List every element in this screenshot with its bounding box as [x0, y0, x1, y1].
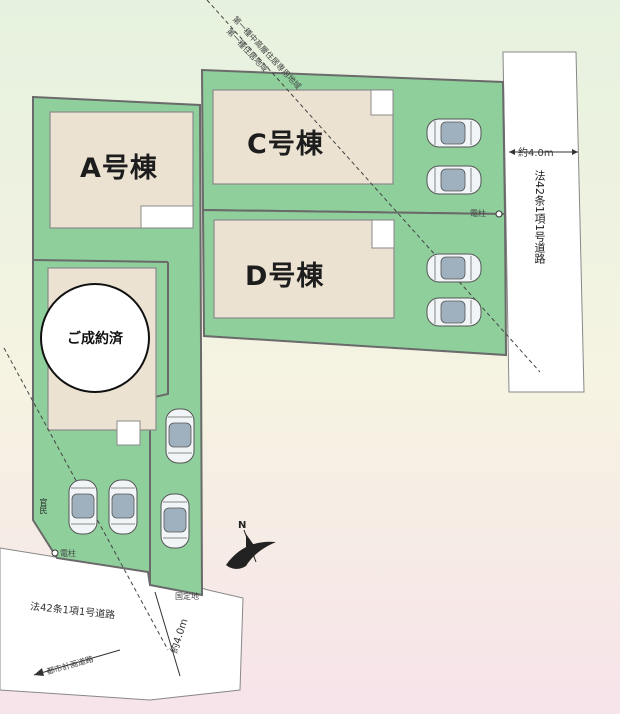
- city-road-arrow: [33, 649, 121, 676]
- boundary-mark-label: 国定地: [175, 592, 199, 601]
- building-c: [212, 89, 394, 185]
- utility-pole-west: [51, 549, 59, 557]
- building-d-label: D号棟: [245, 261, 325, 292]
- compass: [226, 529, 276, 569]
- building-d-porch: [371, 219, 395, 249]
- car-west-2: [160, 493, 190, 549]
- car-west-4: [108, 479, 138, 535]
- car-d-2: [426, 297, 482, 327]
- building-sold-porch: [116, 420, 141, 446]
- car-west-1: [165, 408, 195, 464]
- lot-divider-a: [32, 259, 169, 263]
- building-c-label: C号棟: [247, 129, 324, 160]
- car-west-3: [68, 479, 98, 535]
- building-c-porch: [370, 89, 394, 116]
- compass-label: N: [238, 520, 247, 531]
- south-road-dimension: [154, 591, 181, 677]
- building-a-porch: [140, 205, 194, 229]
- pole-west-label: 電柱: [60, 549, 76, 558]
- boundary-corner-label: 官民: [39, 498, 48, 514]
- utility-pole-east: [495, 210, 503, 218]
- east-road: [502, 51, 585, 393]
- east-road-width: 約4.0m: [518, 148, 554, 159]
- building-d: [213, 219, 395, 319]
- car-c-1: [426, 118, 482, 148]
- building-a-label: A号棟: [80, 153, 158, 184]
- zoning-boundary-line: [206, 0, 541, 373]
- pole-east-label: 電柱: [470, 209, 486, 218]
- sold-badge: ご成約済: [40, 283, 150, 393]
- east-road-label: 法42条1項1号道路: [533, 170, 546, 264]
- car-c-2: [426, 165, 482, 195]
- car-d-1: [426, 253, 482, 283]
- lot-divider-parking: [149, 262, 169, 585]
